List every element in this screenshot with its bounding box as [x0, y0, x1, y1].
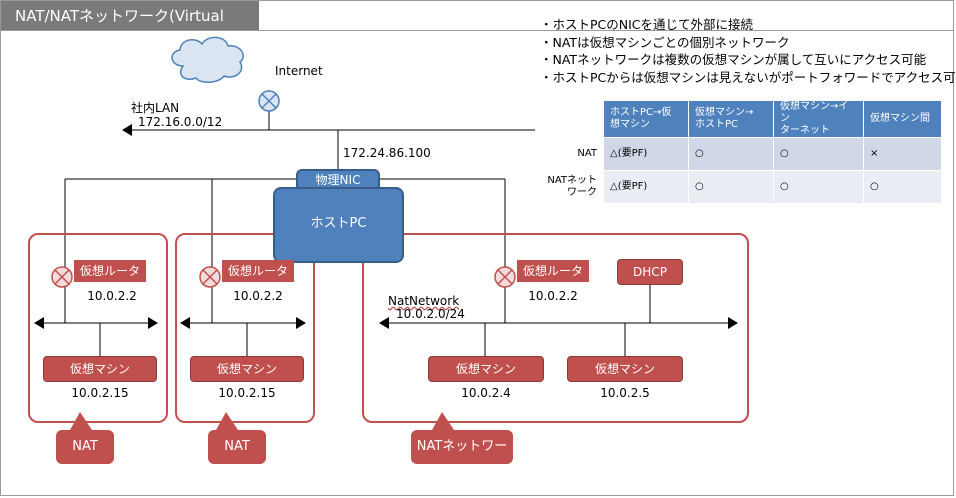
- dhcp-server: DHCP: [617, 259, 683, 285]
- row-label: NAT: [535, 137, 604, 171]
- row-label: NATネットワーク: [535, 170, 604, 204]
- title-divider: [1, 30, 953, 31]
- host-pc: ホストPC: [273, 187, 404, 263]
- header-line: 仮想マシン間: [870, 113, 930, 124]
- router-icon: [199, 266, 221, 288]
- table-cell: ×: [863, 137, 942, 171]
- router-ip: 10.0.2.2: [233, 289, 283, 303]
- virtual-machine: 仮想マシン: [43, 356, 157, 382]
- header-line: ターネット: [780, 125, 830, 136]
- network-subnet: 10.0.2.0/24: [396, 307, 465, 321]
- lan-subnet: 172.16.0.0/12: [138, 115, 223, 129]
- bullet-list: ・ホストPCのNICを通じて外部に接続 ・NATは仮想マシンごとの個別ネットワー…: [540, 16, 956, 86]
- table-cell: △(要PF): [603, 170, 689, 204]
- bullet-item: ・ホストPCのNICを通じて外部に接続: [540, 17, 754, 32]
- vm-ip: 10.0.2.15: [71, 386, 129, 400]
- table-cell: ○: [863, 170, 942, 204]
- nat-zone-2: [175, 233, 315, 423]
- zone1-bus-left-end: [34, 317, 44, 329]
- internet-label: Internet: [275, 64, 323, 78]
- table-cell: ○: [688, 170, 774, 204]
- table-corner: [535, 100, 604, 138]
- router-ip: 10.0.2.2: [528, 289, 578, 303]
- vm-ip: 10.0.2.15: [218, 386, 276, 400]
- zone3-bus-right-end: [728, 317, 738, 329]
- vm-ip: 10.0.2.5: [600, 386, 650, 400]
- nic-ip: 172.24.86.100: [343, 146, 431, 160]
- vm-ip: 10.0.2.4: [461, 386, 511, 400]
- virtual-router-label: 仮想ルータ: [74, 260, 147, 282]
- zone1-bus-right-end: [148, 317, 158, 329]
- virtual-router-label: 仮想ルータ: [222, 260, 295, 282]
- table-header: 仮想マシン→ホストPC: [688, 100, 774, 138]
- table-cell: ○: [773, 137, 864, 171]
- zone2-bus-left-end: [180, 317, 190, 329]
- cloud-icon: [171, 36, 244, 83]
- router-ip: 10.0.2.2: [87, 289, 137, 303]
- nat-network-zone: [362, 233, 749, 423]
- table-header: 仮想マシン間: [863, 100, 942, 138]
- nat-tag: NAT: [56, 430, 114, 464]
- bullet-item: ・NATネットワークは複数の仮想マシンが属して互いにアクセス可能: [540, 52, 927, 67]
- table-header-row: ホストPC→仮想マシン 仮想マシン→ホストPC 仮想マシン→インターネット 仮想…: [535, 100, 942, 138]
- header-line: 仮想マシン→: [695, 107, 754, 118]
- table-cell: ○: [773, 170, 864, 204]
- comparison-table: ホストPC→仮想マシン 仮想マシン→ホストPC 仮想マシン→インターネット 仮想…: [535, 100, 942, 204]
- nat-network-tag: NATネットワーク: [411, 430, 513, 488]
- nat-zone-1: [28, 233, 168, 423]
- header-line: 想マシン: [610, 119, 650, 130]
- header-line: ホストPC→仮: [610, 107, 672, 118]
- lan-name: 社内LAN: [131, 101, 180, 115]
- physical-nic: 物理NIC: [296, 169, 380, 192]
- internet-router-icon: [258, 90, 280, 112]
- bullet-item: ・ホストPCからは仮想マシンは見えないがポートフォワードでアクセス可能: [540, 69, 956, 85]
- virtual-machine: 仮想マシン: [567, 356, 683, 382]
- table-header: 仮想マシン→インターネット: [773, 100, 864, 138]
- virtual-router-label: 仮想ルータ: [517, 260, 590, 282]
- table-cell: ○: [688, 137, 774, 171]
- table-row: NAT △(要PF) ○ ○ ×: [535, 137, 942, 171]
- lan-bus-left-end: [122, 124, 132, 136]
- bullet-item: ・NATは仮想マシンごとの個別ネットワーク: [540, 34, 790, 50]
- slide-title: NAT/NATネットワーク(Virtual Box): [1, 1, 259, 55]
- table-row: NATネットワーク △(要PF) ○ ○ ○: [535, 170, 942, 204]
- header-line: ホストPC: [695, 119, 739, 130]
- virtual-machine: 仮想マシン: [190, 356, 304, 382]
- virtual-machine: 仮想マシン: [428, 356, 544, 382]
- table-cell: △(要PF): [603, 137, 689, 171]
- router-icon: [51, 266, 73, 288]
- network-name: NatNetwork: [388, 294, 460, 308]
- table-header: ホストPC→仮想マシン: [603, 100, 689, 138]
- router-icon: [494, 266, 516, 288]
- nat-tag: NAT: [208, 430, 266, 464]
- zone3-bus-left-end: [379, 317, 389, 329]
- zone2-bus-right-end: [296, 317, 306, 329]
- header-line: 仮想マシン→イン: [780, 101, 849, 124]
